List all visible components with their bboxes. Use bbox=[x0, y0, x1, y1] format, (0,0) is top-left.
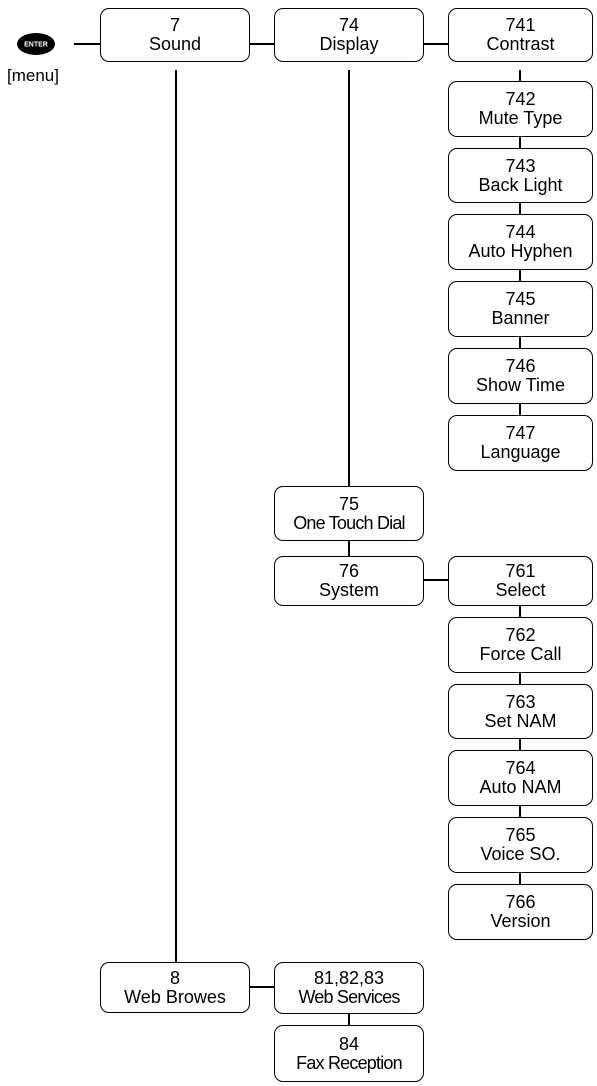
node-label: Voice SO. bbox=[480, 844, 561, 864]
node-number: 747 bbox=[505, 423, 536, 443]
node-label: Show Time bbox=[475, 375, 566, 395]
node-label: Select bbox=[495, 580, 546, 600]
node-84-fax-reception: 84 Fax Reception bbox=[274, 1025, 424, 1082]
node-number: 75 bbox=[338, 493, 360, 514]
node-label: Auto Hyphen bbox=[468, 241, 573, 261]
node-label: Language bbox=[480, 442, 561, 462]
node-number: 766 bbox=[505, 892, 536, 912]
node-763-set-nam: 763 Set NAM bbox=[448, 684, 593, 739]
node-number: 765 bbox=[505, 825, 536, 845]
node-label: Contrast bbox=[486, 34, 555, 54]
node-number: 744 bbox=[505, 222, 536, 242]
node-764-auto-nam: 764 Auto NAM bbox=[448, 750, 593, 806]
node-number: 76 bbox=[338, 561, 360, 581]
node-number: 745 bbox=[505, 289, 536, 309]
node-number: 8 bbox=[169, 967, 180, 988]
node-label: Back Light bbox=[478, 174, 563, 195]
node-number: 81,82,83 bbox=[313, 968, 385, 988]
node-744-auto-hyphen: 744 Auto Hyphen bbox=[448, 214, 593, 270]
node-8-web-browes: 8 Web Browes bbox=[100, 962, 250, 1013]
node-number: 746 bbox=[505, 356, 536, 376]
node-label: Web Services bbox=[298, 987, 400, 1007]
node-766-version: 766 Version bbox=[448, 884, 593, 940]
node-746-show-time: 746 Show Time bbox=[448, 348, 593, 404]
node-label: Version bbox=[490, 911, 551, 931]
node-745-banner: 745 Banner bbox=[448, 281, 593, 337]
node-number: 84 bbox=[338, 1033, 360, 1054]
node-761-select: 761 Select bbox=[448, 556, 593, 606]
node-number: 7 bbox=[169, 15, 180, 35]
node-number: 742 bbox=[505, 89, 536, 109]
node-762-force-call: 762 Force Call bbox=[448, 617, 593, 673]
node-741-contrast: 741 Contrast bbox=[448, 8, 593, 62]
node-label: Set NAM bbox=[484, 710, 557, 731]
node-7-sound: 7 Sound bbox=[100, 8, 250, 62]
node-742-mute-type: 742 Mute Type bbox=[448, 81, 593, 137]
node-number: 764 bbox=[505, 758, 536, 778]
node-label: Web Browes bbox=[124, 986, 226, 1007]
menu-label: [menu] bbox=[7, 66, 59, 85]
node-number: 762 bbox=[505, 625, 536, 645]
node-label: Auto NAM bbox=[479, 777, 562, 797]
node-74-display: 74 Display bbox=[274, 8, 424, 62]
node-label: Banner bbox=[491, 308, 550, 328]
node-81-82-83-web-services: 81,82,83 Web Services bbox=[274, 962, 424, 1014]
node-743-back-light: 743 Back Light bbox=[448, 148, 593, 203]
node-number: 743 bbox=[505, 155, 536, 176]
node-number: 74 bbox=[338, 15, 360, 35]
node-label: Display bbox=[319, 34, 379, 54]
node-label: Force Call bbox=[479, 644, 562, 664]
node-label: Fax Reception bbox=[296, 1052, 402, 1073]
node-label: Mute Type bbox=[478, 108, 563, 128]
node-label: Sound bbox=[148, 34, 202, 54]
node-number: 761 bbox=[505, 561, 536, 581]
node-765-voice-so: 765 Voice SO. bbox=[448, 817, 593, 873]
enter-button-icon: ENTER bbox=[17, 33, 55, 55]
enter-icon-text: ENTER bbox=[24, 42, 48, 49]
node-747-language: 747 Language bbox=[448, 415, 593, 471]
node-label: One Touch Dial bbox=[293, 512, 405, 533]
node-number: 741 bbox=[505, 15, 536, 35]
node-75-one-touch-dial: 75 One Touch Dial bbox=[274, 486, 424, 541]
node-label: System bbox=[318, 580, 379, 600]
node-76-system: 76 System bbox=[274, 556, 424, 606]
node-number: 763 bbox=[505, 691, 536, 712]
